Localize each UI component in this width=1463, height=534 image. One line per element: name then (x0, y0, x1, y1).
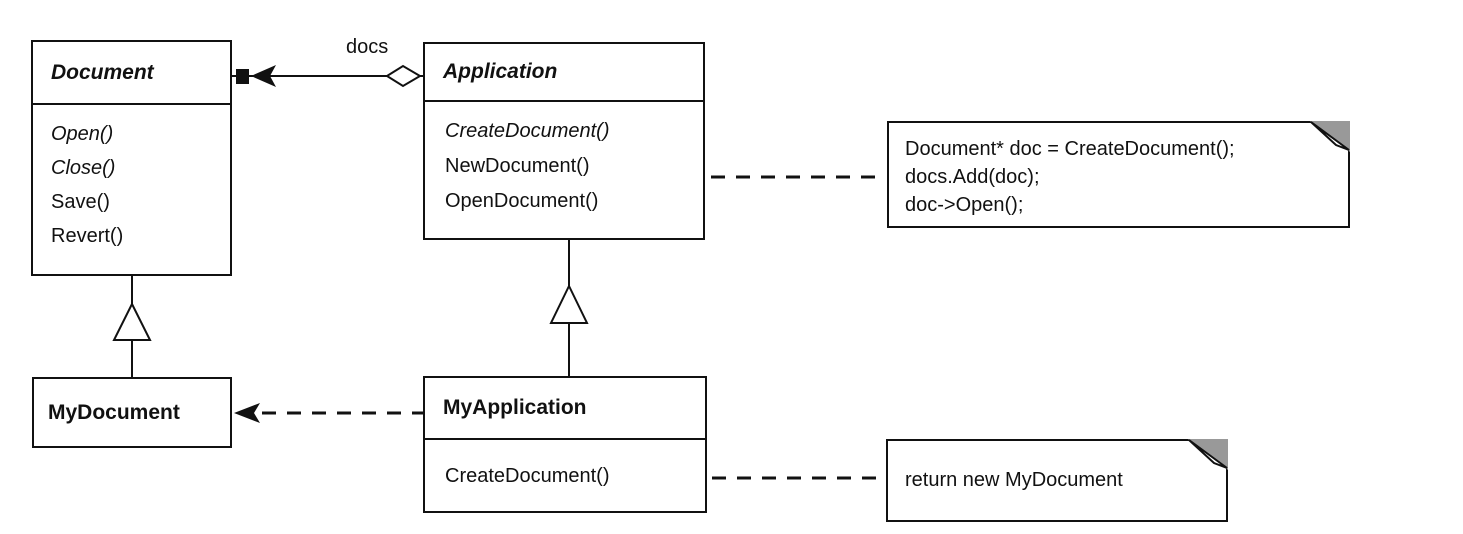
method-application-opendocument: OpenDocument() (445, 190, 599, 212)
note-line: doc->Open(); (905, 194, 1024, 216)
aggregation-link (232, 64, 423, 88)
inheritance-link-myapplication (549, 240, 589, 376)
method-document-revert: Revert() (51, 225, 124, 247)
inheritance-link-mydocument (112, 276, 152, 377)
class-document: Document Open() Close() Save() Revert() (31, 40, 232, 276)
note-createdocument-code: return new MyDocument (886, 439, 1228, 522)
many-marker (236, 69, 249, 84)
note-line: return new MyDocument (905, 469, 1123, 491)
note-newdocument-code: Document* doc = CreateDocument(); docs.A… (887, 121, 1350, 228)
note-fold-icon (1188, 439, 1228, 470)
note-link-createdocument (679, 467, 885, 487)
class-application: Application CreateDocument() NewDocument… (423, 42, 705, 240)
class-myapplication: MyApplication CreateDocument() (423, 376, 707, 513)
note-line: docs.Add(doc); (905, 166, 1040, 188)
note-fold-icon (1310, 121, 1350, 152)
class-myapplication-title: MyApplication (425, 378, 705, 440)
filled-arrowhead (234, 403, 260, 423)
class-document-title: Document (33, 42, 230, 105)
class-mydocument: MyDocument (32, 377, 232, 448)
method-document-close: Close() (51, 157, 116, 179)
inheritance-triangle (112, 301, 152, 341)
inheritance-triangle (549, 283, 589, 324)
method-myapplication-createdocument: CreateDocument() (445, 465, 610, 487)
method-document-open: Open() (51, 123, 114, 145)
class-mydocument-title: MyDocument (48, 400, 180, 424)
creates-link (234, 403, 423, 423)
method-application-createdocument: CreateDocument() (445, 120, 610, 142)
class-application-title: Application (425, 44, 703, 102)
method-application-newdocument: NewDocument() (445, 155, 590, 177)
open-diamond-aggregation (385, 64, 422, 88)
aggregation-label-docs: docs (346, 36, 389, 58)
filled-arrowhead (251, 65, 276, 87)
method-document-save: Save() (51, 191, 110, 213)
note-line: Document* doc = CreateDocument(); (905, 138, 1235, 160)
